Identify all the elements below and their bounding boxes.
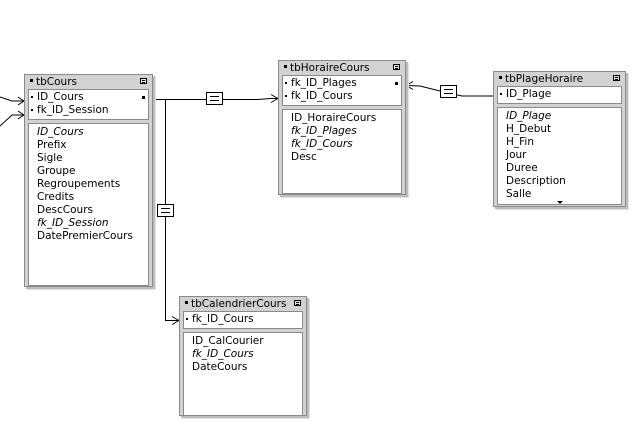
connection-port-icon — [142, 96, 145, 99]
table-name: tbHoraireCours — [290, 62, 370, 74]
field-row[interactable]: fk_ID_Plages — [291, 125, 357, 137]
field-row[interactable]: Desc — [291, 151, 317, 163]
table-title-bar[interactable]: tbHoraireCours — [282, 61, 402, 75]
key-field-row[interactable]: fk_ID_Session — [29, 104, 148, 117]
table-name: tbCours — [36, 76, 77, 88]
field-row[interactable]: H_Fin — [506, 136, 534, 148]
field-row[interactable]: ID_CalCourier — [192, 335, 264, 347]
table-menu-icon[interactable] — [393, 64, 400, 70]
field-row[interactable]: ID_Cours — [37, 126, 84, 138]
field-row[interactable]: ID_Plage — [506, 110, 552, 122]
field-row[interactable]: fk_ID_Cours — [192, 348, 254, 360]
field-row[interactable]: DatePremierCours — [37, 230, 133, 242]
drag-handle-icon — [185, 301, 188, 304]
table-tbCours[interactable]: tbCours ID_Cours fk_ID_Session ID_Cours … — [24, 74, 153, 287]
field-row[interactable]: Jour — [506, 149, 527, 161]
connection-port-icon — [395, 82, 398, 85]
drag-handle-icon — [499, 76, 502, 79]
field-row[interactable]: fk_ID_Cours — [291, 138, 353, 150]
field-row[interactable]: H_Debut — [506, 123, 552, 135]
fields-panel: ID_HoraireCours fk_ID_Plages fk_ID_Cours… — [282, 109, 402, 194]
table-tbHoraireCours[interactable]: tbHoraireCours fk_ID_Plages fk_ID_Cours … — [278, 60, 406, 195]
field-row[interactable]: Credits — [37, 191, 75, 203]
drag-handle-icon — [30, 79, 33, 82]
key-field-row[interactable]: ID_Plage — [498, 88, 621, 101]
scroll-down-icon[interactable] — [556, 201, 563, 204]
field-row[interactable]: Salle — [506, 188, 532, 200]
key-field-row[interactable]: fk_ID_Cours — [283, 90, 401, 103]
fields-panel: ID_Cours Prefix Sigle Groupe Regroupemen… — [28, 123, 149, 286]
table-title-bar[interactable]: tbCours — [28, 75, 149, 89]
field-row[interactable]: Description — [506, 175, 566, 187]
key-field-row[interactable]: fk_ID_Cours — [184, 313, 302, 326]
table-tbPlageHoraire[interactable]: tbPlageHoraire ID_Plage ID_Plage H_Debut… — [493, 71, 626, 207]
field-row[interactable]: Sigle — [37, 152, 63, 164]
relationship-operator-equals-3 — [157, 204, 174, 217]
field-row[interactable]: Prefix — [37, 139, 67, 151]
key-fields-panel: fk_ID_Cours — [183, 311, 303, 329]
relationship-operator-equals-1 — [206, 92, 223, 105]
field-row[interactable]: DescCours — [37, 204, 93, 216]
fields-panel: ID_Plage H_Debut H_Fin Jour Duree Descri… — [497, 107, 622, 205]
relationship-cours-horaire — [153, 94, 279, 103]
table-name: tbPlageHoraire — [505, 73, 584, 85]
drag-handle-icon — [284, 65, 287, 68]
field-row[interactable]: Duree — [506, 162, 538, 174]
table-title-bar[interactable]: tbPlageHoraire — [497, 72, 622, 86]
relationship-operator-equals-2 — [440, 85, 457, 98]
table-tbCalendrierCours[interactable]: tbCalendrierCours fk_ID_Cours ID_CalCour… — [179, 296, 307, 416]
offscreen-relationship-lines — [0, 96, 25, 127]
key-fields-panel: ID_Plage — [497, 86, 622, 104]
field-row[interactable]: DateCours — [192, 361, 248, 373]
table-menu-icon[interactable] — [140, 78, 147, 84]
table-menu-icon[interactable] — [613, 75, 620, 81]
field-row[interactable]: Groupe — [37, 165, 76, 177]
key-field-row[interactable]: fk_ID_Plages — [283, 77, 401, 90]
table-menu-icon[interactable] — [294, 300, 301, 306]
key-fields-panel: fk_ID_Plages fk_ID_Cours — [282, 75, 402, 106]
table-title-bar[interactable]: tbCalendrierCours — [183, 297, 303, 311]
field-row[interactable]: Regroupements — [37, 178, 121, 190]
fields-panel: ID_CalCourier fk_ID_Cours DateCours — [183, 332, 303, 416]
key-field-row[interactable]: ID_Cours — [29, 91, 148, 104]
field-row[interactable]: ID_HoraireCours — [291, 112, 377, 124]
field-row[interactable]: fk_ID_Session — [37, 217, 109, 229]
table-name: tbCalendrierCours — [191, 298, 287, 310]
key-fields-panel: ID_Cours fk_ID_Session — [28, 89, 149, 120]
relationship-cours-calendrier — [165, 99, 180, 325]
